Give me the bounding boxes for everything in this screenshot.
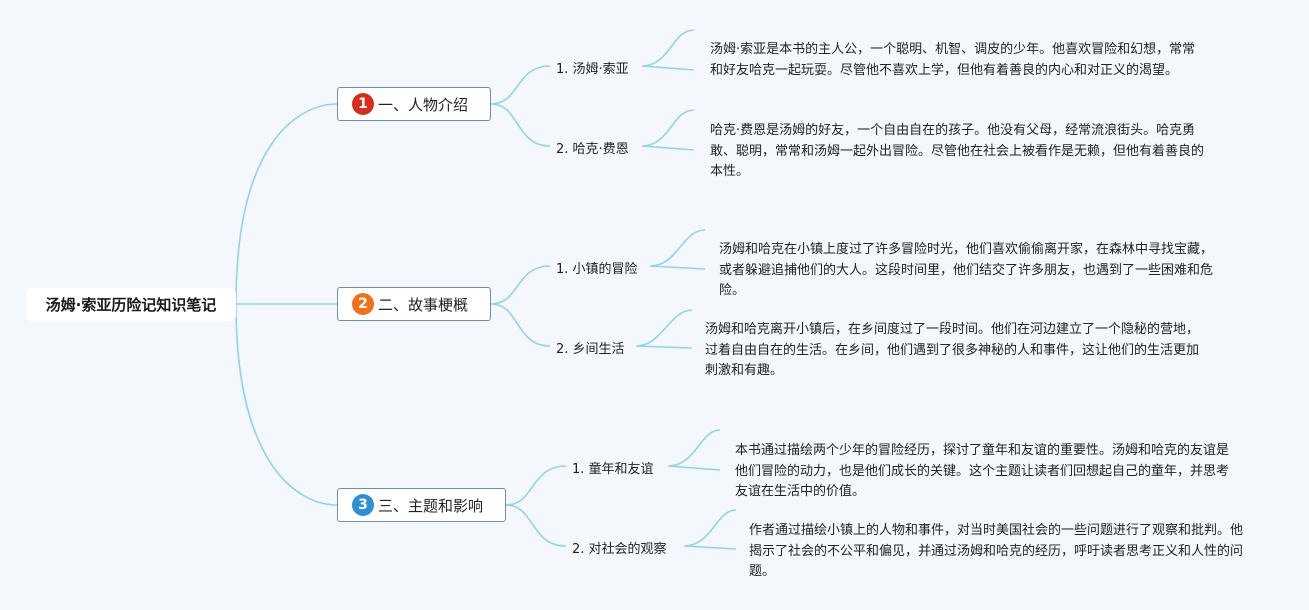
link-b2-c2-desc [635, 309, 693, 349]
link-b3-c1 [505, 465, 567, 506]
link-b3-c2 [505, 504, 567, 547]
subtopic-country-life[interactable]: 2. 乡间生活 [556, 342, 625, 357]
branch-story-summary[interactable]: 2 二、故事梗概 [337, 287, 491, 321]
branch-characters[interactable]: 1 一、人物介绍 [337, 87, 491, 121]
root-topic[interactable]: 汤姆·索亚历险记知识笔记 [26, 288, 236, 321]
root-title: 汤姆·索亚历险记知识笔记 [45, 296, 217, 314]
subtopic-tom-sawyer[interactable]: 1. 汤姆·索亚 [556, 62, 629, 77]
branch-label: 三、主题和影响 [378, 496, 484, 515]
subtopic-social-observation[interactable]: 2. 对社会的观察 [572, 542, 667, 557]
link-b1-c2-desc [641, 109, 695, 151]
desc-country-life: 汤姆和哈克离开小镇后，在乡间度过了一段时间。他们在河边建立了一个隐秘的营地，过着… [705, 322, 1200, 378]
desc-huck-finn: 哈克·费恩是汤姆的好友，一个自由自在的孩子。他没有父母，经常流浪街头。哈克勇敢、… [710, 123, 1205, 179]
branch-themes-influence[interactable]: 3 三、主题和影响 [337, 488, 506, 522]
link-b3-c1-desc [667, 429, 721, 471]
number-badge: 2 [352, 293, 374, 315]
link-b3-c2-desc [683, 509, 737, 550]
number-badge: 1 [352, 93, 374, 115]
subtopic-town-adventure[interactable]: 1. 小镇的冒险 [556, 262, 638, 277]
link-b1-c1-desc [641, 29, 695, 71]
link-root-branch-3 [235, 303, 338, 506]
link-b2-c1 [490, 265, 551, 305]
number-badge: 3 [352, 494, 374, 516]
branch-label: 一、人物介绍 [378, 95, 469, 114]
subtopic-huck-finn[interactable]: 2. 哈克·费恩 [556, 142, 629, 157]
desc-tom-sawyer: 汤姆·索亚是本书的主人公，一个聪明、机智、调皮的少年。他喜欢冒险和幻想，常常和好… [710, 42, 1196, 78]
link-b2-c1-desc [649, 229, 706, 270]
subtopic-childhood-friendship[interactable]: 1. 童年和友谊 [572, 462, 654, 477]
desc-social-observation: 作者通过描绘小镇上的人物和事件，对当时美国社会的一些问题进行了观察和批判。他揭示… [749, 523, 1244, 579]
link-b1-c2 [490, 103, 551, 147]
link-b1-c1 [490, 65, 551, 105]
desc-town-adventure: 汤姆和哈克在小镇上度过了许多冒险时光，他们喜欢偷偷离开家，在森林中寻找宝藏，或者… [719, 242, 1214, 298]
desc-childhood-friendship: 本书通过描绘两个少年的冒险经历，探讨了童年和友谊的重要性。汤姆和哈克的友谊是他们… [735, 443, 1230, 499]
link-b2-c2 [490, 303, 551, 347]
branch-label: 二、故事梗概 [378, 295, 469, 314]
link-root-branch-1 [235, 103, 338, 305]
